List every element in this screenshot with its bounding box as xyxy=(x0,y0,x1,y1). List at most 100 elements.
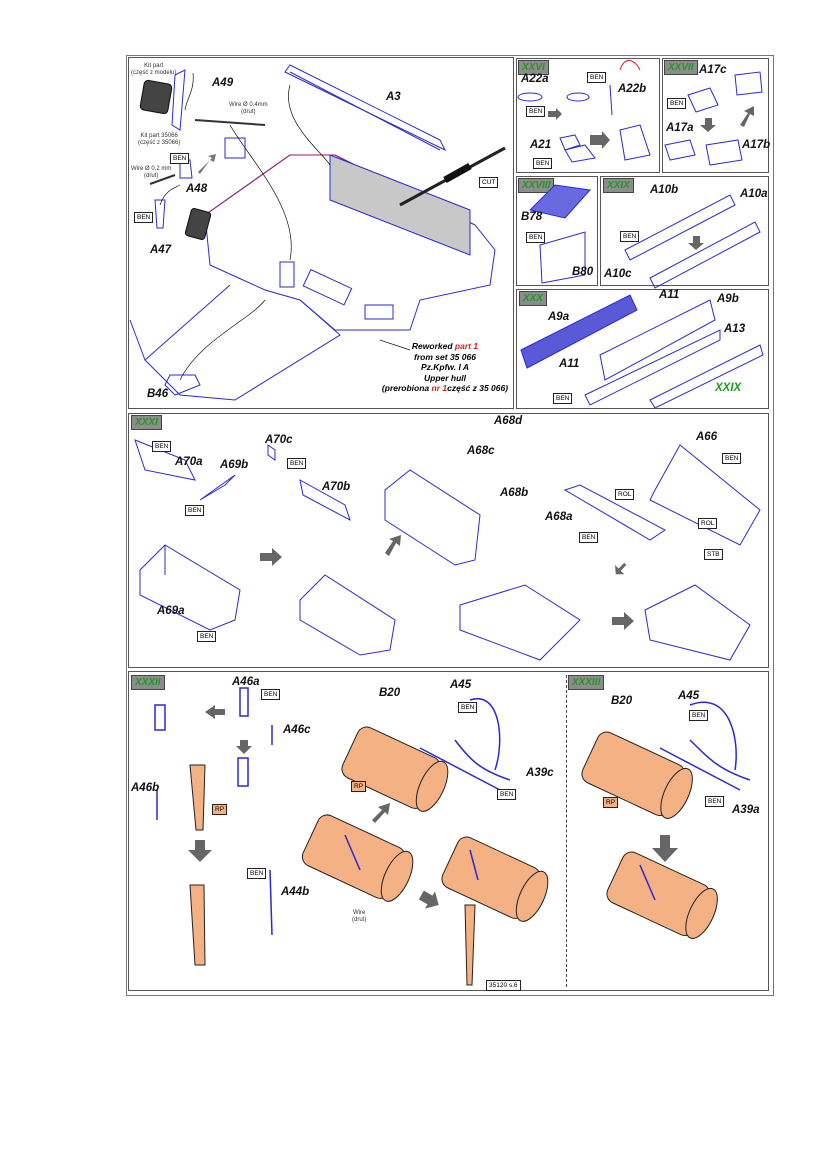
note-text-red: nr 1 xyxy=(431,383,448,393)
label-b80: B80 xyxy=(572,266,594,278)
wire-02-note: Wire Ø 0,2 mm (drut) xyxy=(131,166,171,180)
step-tag-xxx: XXX xyxy=(519,291,548,306)
panel-xxxi xyxy=(128,413,769,668)
ben-tag: BEN xyxy=(705,796,725,807)
note-text: (prerobiona xyxy=(381,383,432,393)
ben-tag: BEN xyxy=(247,868,267,879)
label-a3: A3 xyxy=(386,91,401,103)
label-b20: B20 xyxy=(379,687,401,699)
label-a70a: A70a xyxy=(175,456,203,468)
ben-tag: BEN xyxy=(667,98,687,109)
ben-tag: BEN xyxy=(533,158,553,169)
label-b46: B46 xyxy=(147,388,169,400)
wire-text-pl: (drut) xyxy=(352,917,367,923)
label-a46c: A46c xyxy=(283,724,311,736)
note-text: from set 35 066 xyxy=(414,351,476,362)
ben-tag: BEN xyxy=(287,458,307,469)
ben-tag: BEN xyxy=(689,710,709,721)
instruction-sheet-frame xyxy=(126,55,774,996)
step-tag-xxvi: XXVI xyxy=(518,60,549,75)
ben-tag: BEN xyxy=(185,505,205,516)
label-a22b: A22b xyxy=(618,83,647,95)
ben-tag: BEN xyxy=(134,212,154,223)
ben-tag: BEN xyxy=(526,106,546,117)
note-text: Reworked xyxy=(411,341,455,351)
reference-xxix: XXIX xyxy=(715,382,742,394)
ben-tag: BEN xyxy=(553,393,573,404)
label-a49: A49 xyxy=(212,77,234,89)
wire-04-note: Wire Ø 0,4mm (drut) xyxy=(229,102,268,116)
kit-part-text-pl: (część z modelu) xyxy=(131,70,177,76)
wire-note: Wire (drut) xyxy=(352,910,366,924)
label-a13: A13 xyxy=(724,323,746,335)
ben-tag: BEN xyxy=(261,689,281,700)
wire-04-text: Wire Ø 0,4mm xyxy=(229,102,268,108)
reworked-part-note: Reworked part 1 from set 35 066 Pz.Kpfw.… xyxy=(380,341,510,394)
step-tag-xxviii: XXVIII xyxy=(518,178,555,193)
ben-tag: BEN xyxy=(170,153,190,164)
label-a45: A45 xyxy=(450,679,472,691)
label-a22a: A22a xyxy=(521,73,549,85)
kit-part-35066-text: Kit part 35066 xyxy=(140,133,178,139)
panel-divider xyxy=(566,675,567,987)
step-tag-xxxiii: XXXIII xyxy=(568,675,605,690)
label-a17a: A17a xyxy=(666,122,694,134)
label-a11: A11 xyxy=(659,289,680,301)
ben-tag: BEN xyxy=(526,232,546,243)
label-a66: A66 xyxy=(696,431,718,443)
ben-tag: BEN xyxy=(197,631,217,642)
label-a9b: A9b xyxy=(717,293,739,305)
note-text: Pz.Kpfw. I A xyxy=(420,362,469,372)
kit-part-note: Kit part (część z modelu) xyxy=(131,63,176,77)
label-b78: B78 xyxy=(521,211,543,223)
label-b20: B20 xyxy=(611,695,633,707)
label-a47: A47 xyxy=(150,244,172,256)
ben-tag: BEN xyxy=(587,72,607,83)
ben-tag: BEN xyxy=(152,441,172,452)
ben-tag: BEN xyxy=(458,702,478,713)
label-a17c: A17c xyxy=(699,64,727,76)
step-tag-xxvii: XXVII xyxy=(664,60,698,75)
step-tag-xxxi: XXXI xyxy=(131,415,162,430)
label-a44b: A44b xyxy=(281,886,310,898)
note-text: część z 35 066) xyxy=(447,383,509,393)
step-tag-xxxii: XXXII xyxy=(131,675,165,690)
step-tag-xxix: XXIX xyxy=(603,178,634,193)
label-a21: A21 xyxy=(530,139,552,151)
label-a68a: A68a xyxy=(545,511,573,523)
label-a46b: A46b xyxy=(131,782,160,794)
panel-xxxii-xxxiii xyxy=(128,671,769,991)
label-a70b: A70b xyxy=(322,481,351,493)
rp-tag: RP xyxy=(351,781,367,792)
label-a68c: A68c xyxy=(467,445,495,457)
label-a45: A45 xyxy=(678,690,700,702)
label-a17b: A17b xyxy=(742,139,771,151)
page-reference: 35120 s.6 xyxy=(486,980,521,991)
note-text: Upper hull xyxy=(423,372,467,383)
ben-tag: BEN xyxy=(620,231,640,242)
stb-tag: STB xyxy=(704,549,723,560)
wire-04-text-pl: (drut) xyxy=(241,109,256,115)
ben-tag: BEN xyxy=(497,789,517,800)
wire-02-text: Wire Ø 0,2 mm xyxy=(131,166,172,172)
label-a10c: A10c xyxy=(604,268,632,280)
ben-tag: BEN xyxy=(579,532,599,543)
kit-part-35066-note: Kit part 35066 (część z 35066) xyxy=(138,133,180,147)
rp-tag: RP xyxy=(603,797,619,808)
label-a9a: A9a xyxy=(548,311,570,323)
label-a39c: A39c xyxy=(526,767,554,779)
kit-part-35066-text-pl: (część z 35066) xyxy=(138,140,181,146)
label-a39a: A39a xyxy=(732,804,760,816)
label-a10b: A10b xyxy=(650,184,679,196)
wire-text: Wire xyxy=(353,910,366,916)
label-a70c: A70c xyxy=(265,434,293,446)
wire-02-text-pl: (drut) xyxy=(144,173,159,179)
cut-tag: CUT xyxy=(479,177,499,188)
rp-tag: RP xyxy=(212,804,228,815)
ben-tag: BEN xyxy=(722,453,742,464)
rol-tag: ROL xyxy=(615,489,635,500)
label-a69b: A69b xyxy=(220,459,249,471)
label-a69a: A69a xyxy=(157,605,185,617)
note-text-red: part 1 xyxy=(454,341,479,351)
label-a48: A48 xyxy=(186,183,208,195)
